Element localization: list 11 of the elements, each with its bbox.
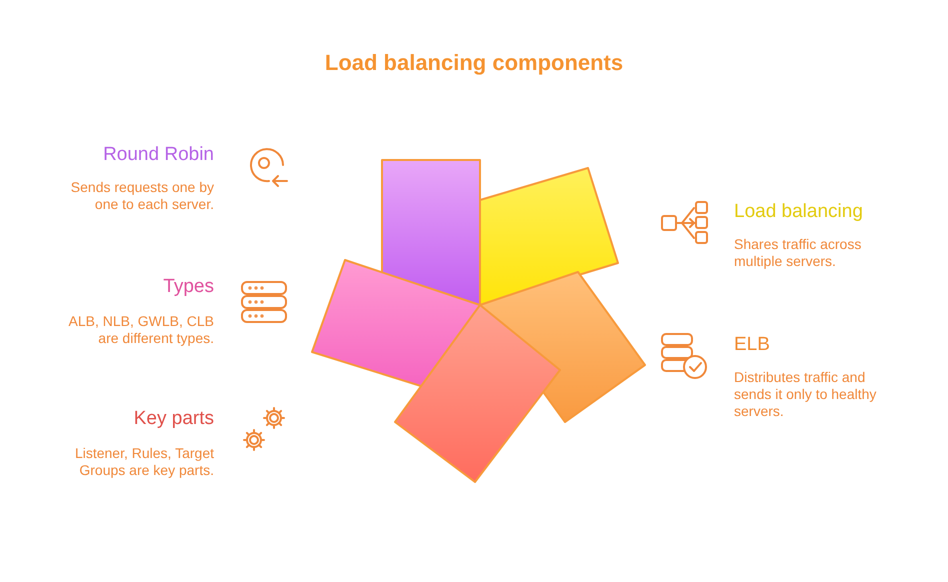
item-description: Listener, Rules, Target Groups are key parts. [74, 445, 214, 479]
item-description: Distributes traffic and sends it only to healthy servers. [734, 369, 878, 420]
item-heading: ELB [734, 334, 771, 356]
diagram-title: Load balancing components [324, 50, 624, 76]
item-description: Shares traffic across multiple servers. [734, 236, 862, 270]
item-heading: Types [162, 276, 214, 298]
item-heading: Round Robin [102, 144, 214, 166]
item-description: ALB, NLB, GWLB, CLB are different types. [68, 313, 214, 347]
item-description: Sends requests one by one to each server. [70, 179, 214, 213]
item-heading: Load balancing [734, 201, 864, 223]
item-heading: Key parts [132, 408, 214, 430]
